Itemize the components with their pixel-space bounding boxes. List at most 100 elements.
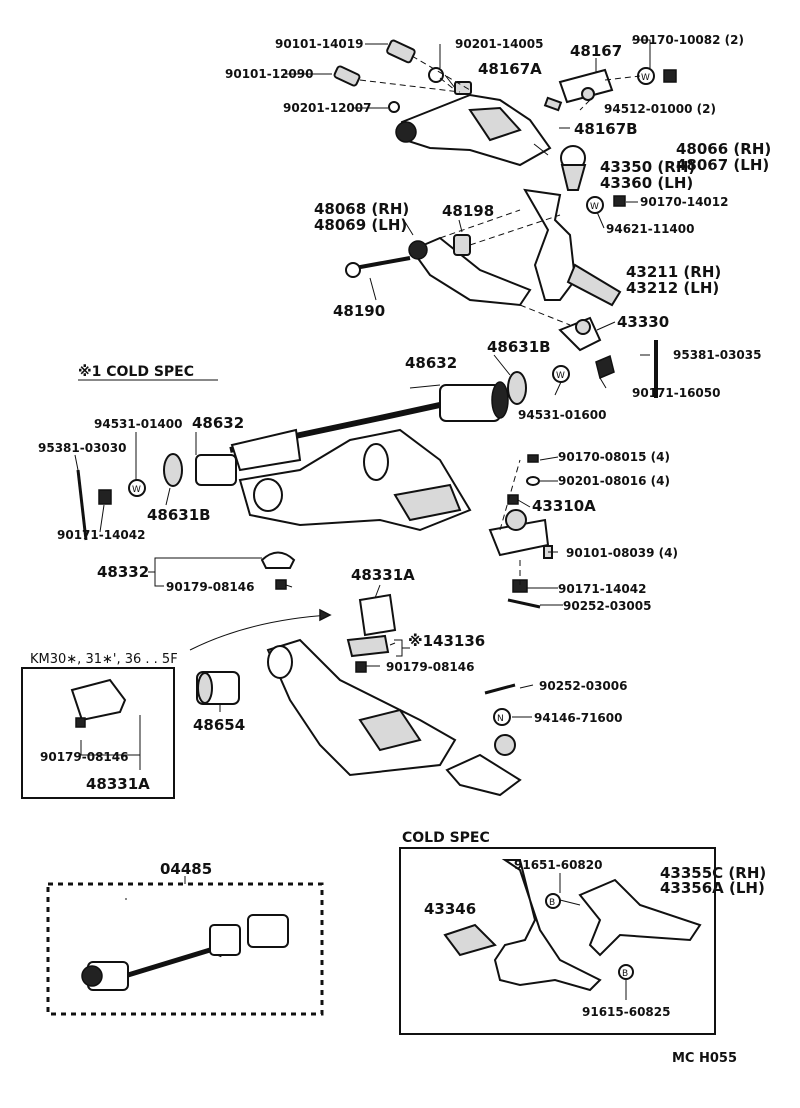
label-04485: 04485 — [160, 860, 212, 878]
shaft-end-left — [230, 428, 302, 472]
label-95381-03030: 95381-03030 — [38, 441, 126, 455]
knuckle-group: W — [345, 188, 626, 352]
label-43136: ※143136 — [408, 632, 485, 650]
kit-04485-box — [46, 882, 324, 1016]
bushing-48632-left — [195, 454, 237, 486]
label-43346: 43346 — [424, 900, 476, 918]
label-94531-01400: 94531-01400 — [94, 417, 182, 431]
bushing-48654-end — [197, 672, 213, 704]
label-43330: 43330 — [617, 313, 669, 331]
washer-mark-2: W — [590, 202, 599, 212]
ball-joint-43330-ball — [575, 319, 591, 335]
label-90201-14005: 90201-14005 — [455, 37, 543, 51]
lower-arm-std-group: N — [189, 593, 522, 797]
bolt-mark-b-2: B — [622, 969, 628, 979]
label-48067: 48067 (LH) — [676, 156, 769, 174]
km-inset-box — [21, 667, 175, 799]
label-48066: 48066 (RH) — [676, 140, 771, 158]
spacer-48198 — [453, 234, 471, 256]
assembly-guide-lines-balljoint — [499, 459, 521, 585]
washer-90201-12007 — [388, 101, 400, 113]
label-91615-60825: 91615-60825 — [582, 1005, 670, 1019]
label-43350: 43350 (RH) — [600, 158, 695, 176]
washer-mark-3: W — [556, 371, 565, 381]
bracket-43136 — [394, 639, 410, 657]
nut-90179-08146-upper — [355, 661, 367, 673]
bolt-91651-60820-icon — [545, 893, 561, 909]
label-90179-08146-bumper: 90179-08146 — [166, 580, 254, 594]
arm-43355C — [578, 878, 702, 957]
label-94531-01600: 94531-01600 — [518, 408, 606, 422]
label-90171-14042-right: 90171-14042 — [558, 582, 646, 596]
shaft-48167-end — [581, 87, 595, 101]
label-48331A-top: 48331A — [351, 566, 415, 584]
bolt-mark-b: B — [549, 898, 555, 908]
cold-spec-heading: ※1 COLD SPEC — [78, 364, 194, 380]
lower-arm-eye — [253, 478, 283, 512]
bolt-90101-12090 — [333, 65, 361, 87]
lower-arm-std-eye — [267, 645, 293, 679]
strut-bar-bushing — [408, 240, 428, 260]
upper-arm-bushing — [395, 121, 417, 143]
label-48069: 48069 (LH) — [314, 216, 407, 234]
lower-arm-std-detail — [358, 708, 422, 752]
label-90171-16050: 90171-16050 — [632, 386, 720, 400]
arrow-head-km-variant — [319, 608, 332, 622]
nut-43310A — [507, 494, 519, 505]
nut-90171-14042 — [98, 489, 112, 505]
nut-mark-n: N — [497, 714, 504, 724]
cold-spec-box-parts: B B — [443, 859, 702, 1000]
label-90101-12090: 90101-12090 — [225, 67, 313, 81]
nut-90170-10082 — [663, 69, 677, 83]
bolt-90101-14019 — [386, 39, 416, 64]
cotter-90252-03006 — [484, 683, 516, 695]
label-48167: 48167 — [570, 42, 622, 60]
lower-arm-hole — [363, 443, 389, 481]
washer-48631B-right — [507, 371, 527, 405]
label-43355C: 43355C (RH) — [660, 864, 766, 882]
cold-spec-box — [399, 847, 716, 1035]
label-48632-left: 48632 — [192, 414, 244, 432]
label-43356A: 43356A (LH) — [660, 879, 765, 897]
ball-joint-43310A-ball — [505, 509, 527, 531]
assembly-guide-lines-knuckle — [439, 209, 571, 326]
label-48631B-left: 48631B — [147, 506, 211, 524]
part-labels: 90101-14019 90201-14005 48167 90170-1008… — [38, 33, 771, 1066]
bushing-48632-right-cap — [491, 381, 509, 419]
kit-04485-parts — [81, 914, 289, 991]
kit-shaft-block — [209, 924, 241, 956]
cotter-90252-03005 — [507, 598, 541, 609]
inset-nut-90179 — [75, 717, 86, 728]
km-inset-title: KM30∗, 31∗', 36 . . 5F — [30, 652, 178, 667]
label-90201-12007: 90201-12007 — [283, 101, 371, 115]
pin-48167B — [543, 96, 563, 112]
cold-spec-knuckle — [493, 859, 602, 992]
label-94621-11400: 94621-11400 — [606, 222, 694, 236]
nut-94146-71600-icon — [493, 708, 511, 726]
bolt-91615-60825-icon — [618, 964, 634, 980]
arrow-km-variant — [189, 614, 331, 651]
bracket-48332 — [148, 557, 262, 587]
label-48332: 48332 — [97, 563, 149, 581]
cotter-pin-95381-03030 — [76, 469, 88, 541]
label-90171-14042-left: 90171-14042 — [57, 528, 145, 542]
label-90101-14019: 90101-14019 — [275, 37, 363, 51]
inset-leader — [80, 715, 141, 770]
label-48331A-inset: 48331A — [86, 775, 150, 793]
ball-joint-43350-stud — [560, 164, 587, 191]
washer-94531-01400-icon — [128, 479, 146, 497]
stopper-48331A — [358, 593, 397, 637]
label-43360: 43360 (LH) — [600, 174, 693, 192]
label-48190: 48190 — [333, 302, 385, 320]
label-48167B: 48167B — [574, 120, 638, 138]
label-90201-08016: 90201-08016 (4) — [558, 474, 670, 488]
label-90252-03006: 90252-03006 — [539, 679, 627, 693]
nut-90179-08146-bumper — [275, 579, 287, 590]
cold-spec-box-title: COLD SPEC — [402, 830, 490, 846]
washer-90201-14005 — [428, 67, 444, 83]
kit-shaft — [127, 947, 223, 978]
washer-48631B-left — [163, 453, 183, 487]
label-95381-03035: 95381-03035 — [673, 348, 761, 362]
